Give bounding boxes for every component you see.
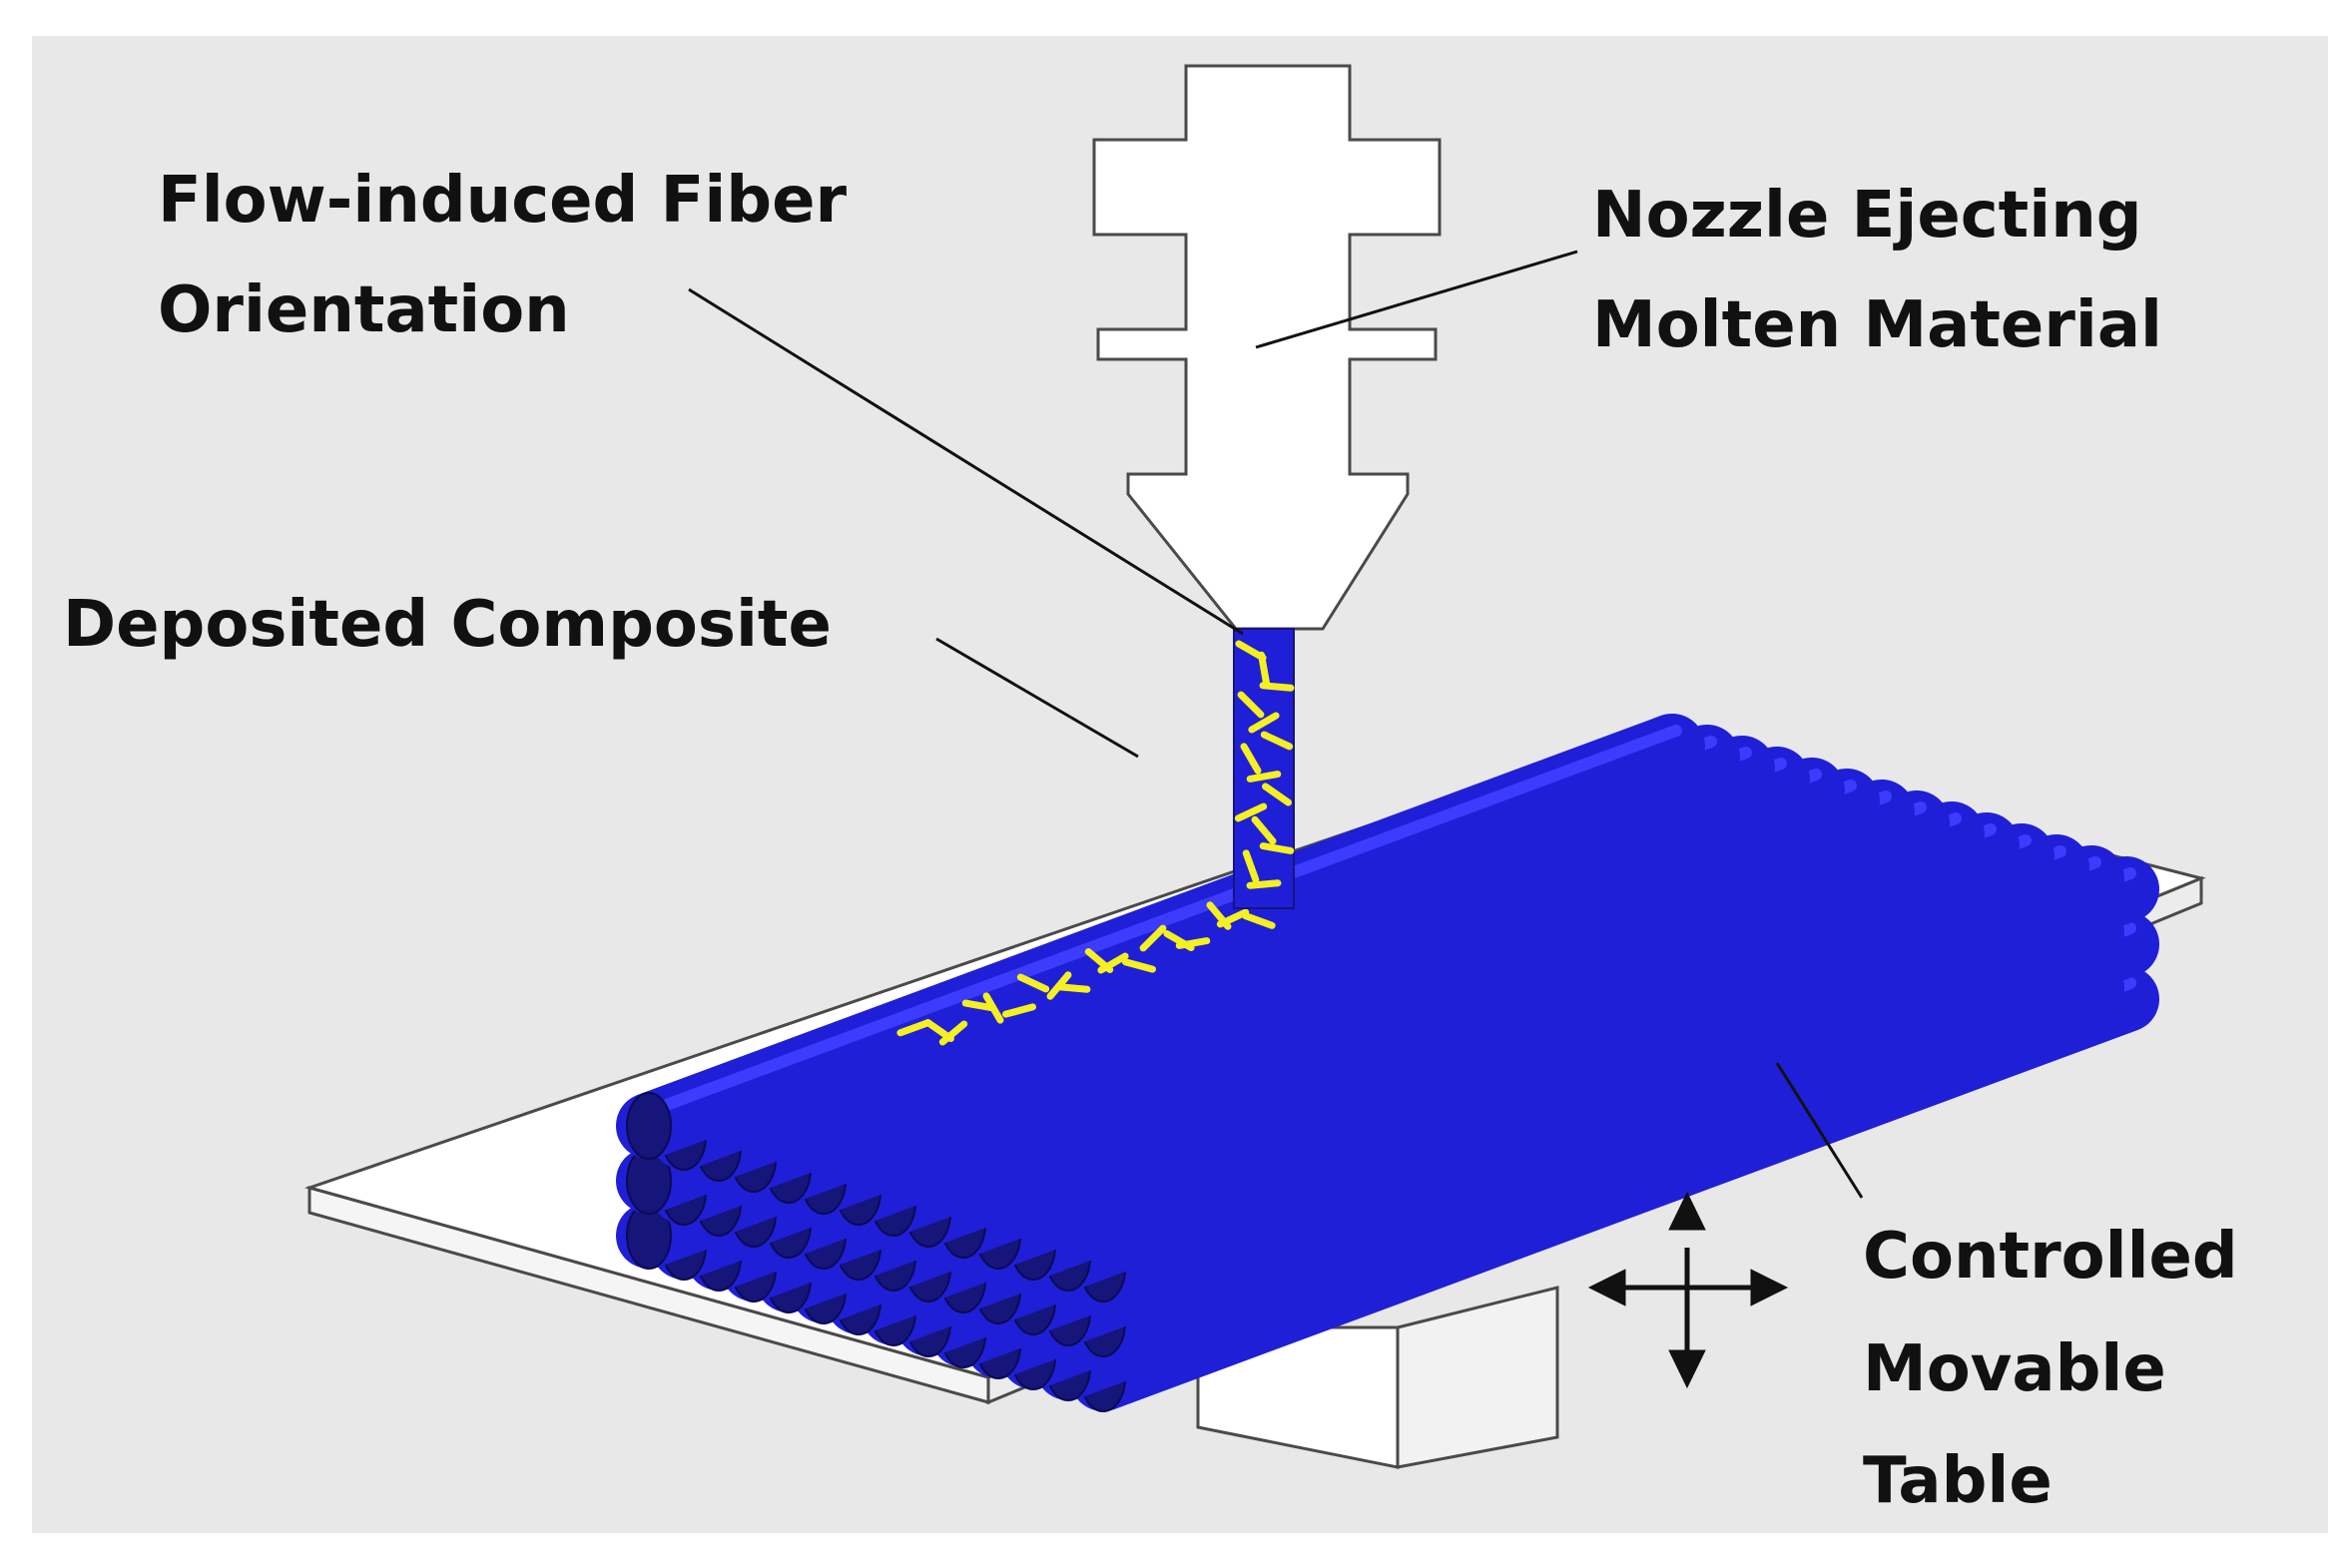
fiber-segment [1258, 651, 1270, 687]
label-movable-table-line2: Movable [1863, 1332, 2166, 1406]
fiber-segment [1259, 682, 1295, 692]
label-fiber-orientation: Flow-induced Fiber Orientation [158, 164, 869, 347]
fiber-segment [1175, 937, 1211, 949]
fiber-segment [1259, 842, 1295, 854]
fiber-segment [1237, 691, 1265, 719]
fiber-segment [896, 1019, 930, 1037]
fiber-segment [1121, 958, 1157, 973]
fiber-segment [1260, 731, 1294, 751]
leader-line-table [1775, 1062, 1864, 1199]
fiber-segment [1097, 952, 1129, 974]
label-fiber-orientation-line2: Orientation [158, 273, 570, 347]
fiber-segment [1234, 802, 1268, 822]
fiber-segment [1242, 912, 1276, 929]
strand-fibers [1234, 640, 1295, 889]
four-way-arrow-icon [1587, 1191, 1789, 1389]
fiber-segment [1240, 743, 1262, 775]
fiber-segment [1016, 973, 1050, 993]
fiber-segment [1055, 983, 1091, 993]
label-nozzle-line1: Nozzle Ejecting [1592, 179, 2142, 253]
filament-rod [616, 714, 1705, 1160]
label-nozzle: Nozzle Ejecting Molten Material [1592, 179, 2164, 362]
fiber-segment [1216, 908, 1250, 928]
leader-line-deposited [935, 637, 1139, 759]
label-movable-table-line3: Table [1863, 1444, 2053, 1518]
label-deposited-composite: Deposited Composite [63, 588, 832, 662]
fiber-segment [938, 1020, 968, 1046]
leader-lines [688, 250, 1864, 1199]
label-fiber-orientation-line1: Flow-induced Fiber [158, 164, 848, 238]
leader-line-fiber [688, 287, 1244, 636]
label-deposited-composite-line1: Deposited Composite [63, 588, 832, 662]
fiber-segment [982, 992, 1004, 1024]
fiber-segment [1242, 849, 1260, 883]
fiber-segment [1246, 771, 1282, 783]
label-nozzle-line2: Molten Material [1592, 288, 2162, 362]
label-movable-table-line1: Controlled [1863, 1220, 2238, 1294]
leader-line-nozzle [1255, 250, 1578, 349]
fiber-segment [1248, 712, 1280, 734]
nozzle [1092, 64, 1442, 631]
table-pedestal [1196, 1286, 1559, 1469]
fiber-segment [1139, 924, 1167, 952]
fiber-segment [961, 999, 997, 1012]
fiber-segment [1246, 879, 1282, 889]
fiber-segment [1262, 783, 1292, 806]
fiber-segment [1251, 815, 1277, 845]
fiber-segment [1001, 1003, 1037, 1018]
deposited-composite-stack [616, 714, 2159, 1412]
label-movable-table: Controlled Movable Table [1863, 1220, 2260, 1518]
